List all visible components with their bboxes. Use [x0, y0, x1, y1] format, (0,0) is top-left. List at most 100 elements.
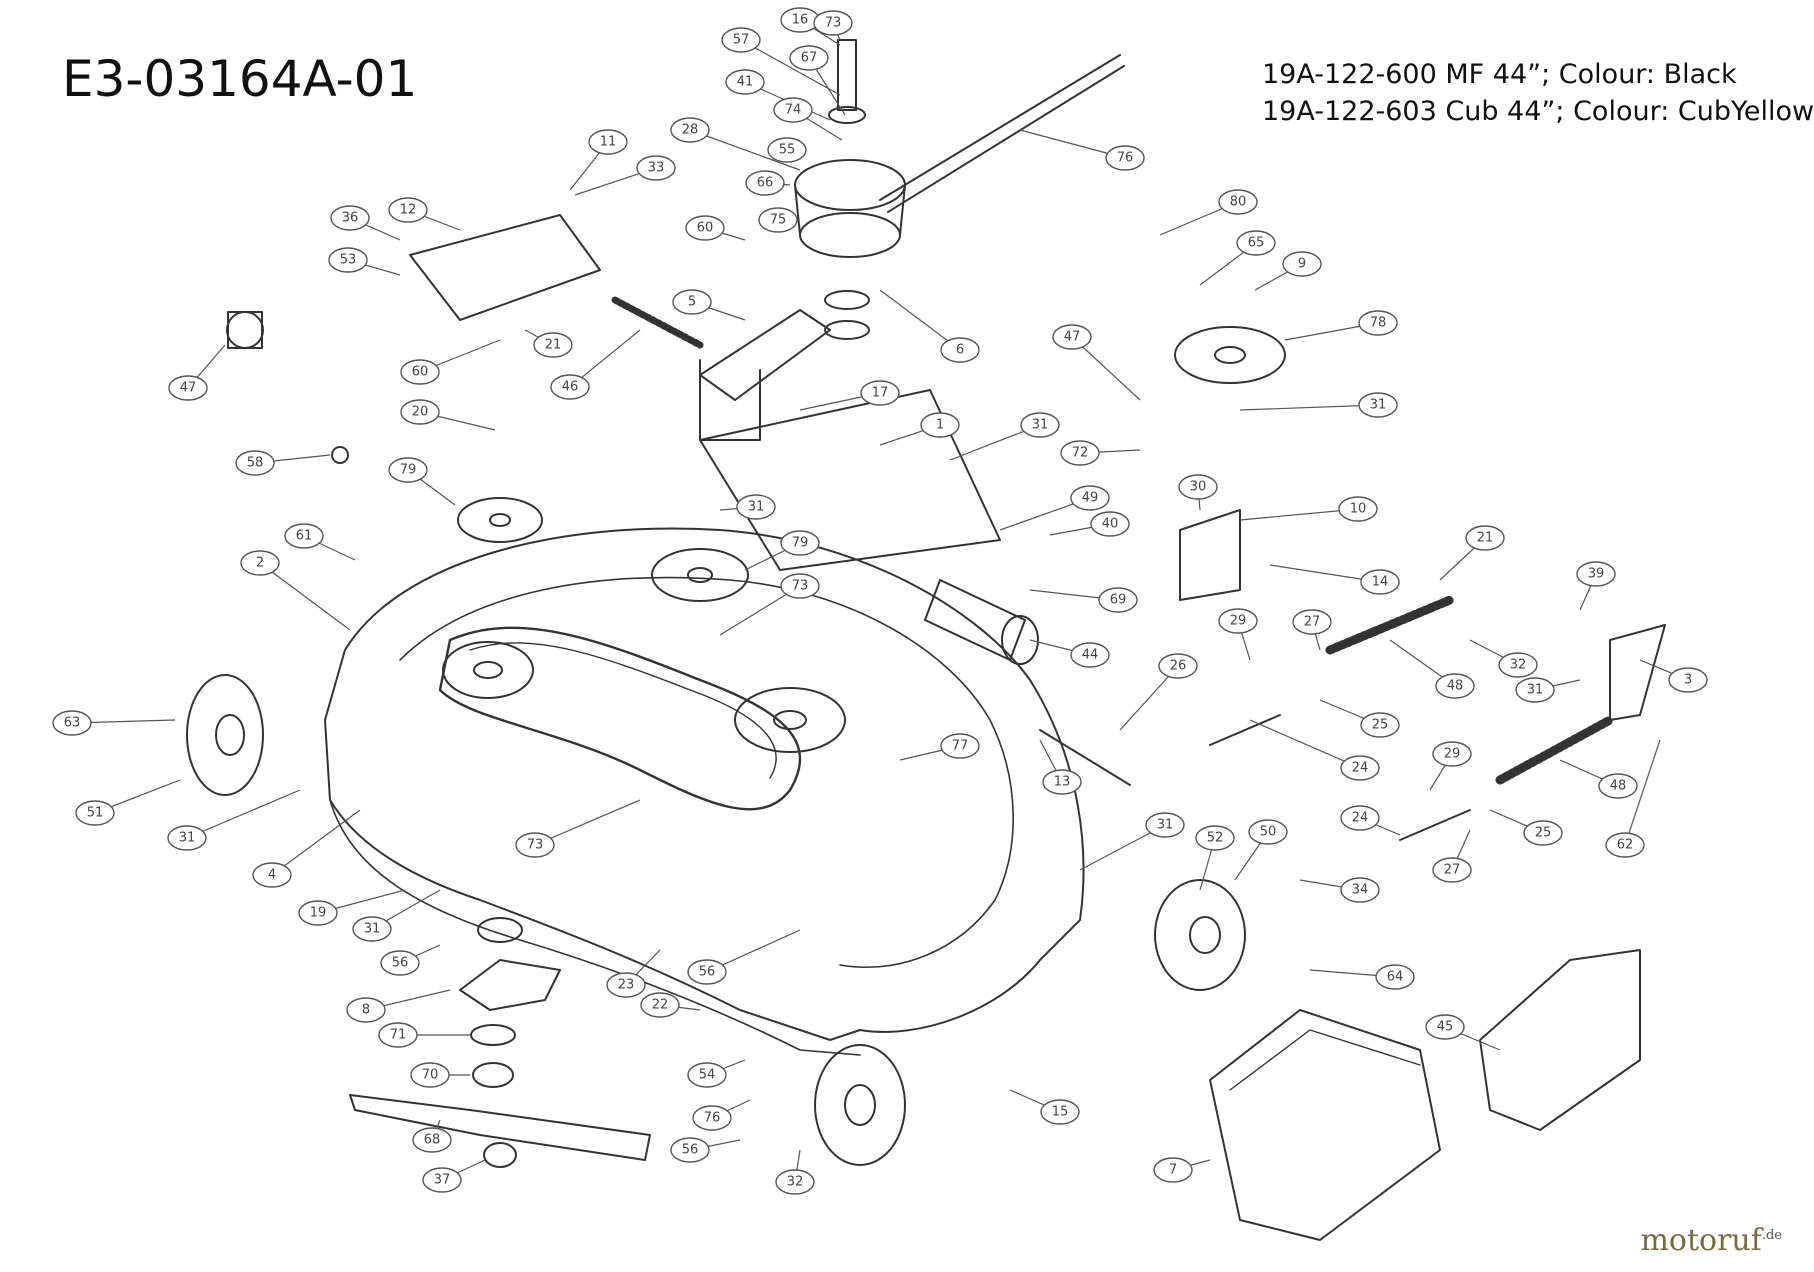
callout-label-c20: 20 [412, 405, 429, 420]
callout-oval-c74 [773, 97, 813, 123]
callout-c62: 62 [1605, 832, 1645, 858]
spindle-shaft [837, 39, 857, 111]
callout-oval-c3a [1668, 667, 1708, 693]
callout-label-c19: 19 [310, 906, 327, 921]
callout-oval-c30 [1178, 474, 1218, 500]
callout-oval-c76b [692, 1105, 732, 1131]
callout-leader-c73c [534, 799, 641, 846]
callout-c68: 68 [412, 1127, 452, 1153]
callout-oval-c73c [515, 832, 555, 858]
lift-arm-3 [1609, 624, 1666, 721]
callout-c24a: 24 [1340, 755, 1380, 781]
callout-label-c11: 11 [600, 135, 617, 150]
callout-label-c78: 78 [1370, 316, 1387, 331]
callout-oval-c49 [1070, 485, 1110, 511]
callout-leader-c24a [1249, 719, 1361, 769]
callout-c16: 16 [780, 7, 820, 33]
callout-label-c80: 80 [1230, 195, 1247, 210]
callout-label-c31b: 31 [748, 500, 765, 515]
callout-c48b: 48 [1598, 773, 1638, 799]
callout-c49: 49 [1070, 485, 1110, 511]
callout-label-c64: 64 [1387, 970, 1404, 985]
deck-pulley-right [734, 687, 846, 753]
model-line-2: 19A-122-603 Cub 44”; Colour: CubYellow [1262, 96, 1814, 127]
bracket-10 [1179, 509, 1241, 601]
callout-oval-c11 [588, 129, 628, 155]
callout-oval-c61 [284, 523, 324, 549]
callout-label-c13: 13 [1054, 775, 1071, 790]
callout-oval-c76 [1105, 145, 1145, 171]
callout-oval-c70 [410, 1062, 450, 1088]
callout-label-c12: 12 [400, 203, 417, 218]
bolt-58 [331, 446, 349, 464]
callout-label-c41: 41 [737, 75, 754, 90]
callout-c37: 37 [422, 1167, 462, 1193]
callout-label-c61: 61 [296, 529, 313, 544]
support-plate [699, 389, 1001, 571]
callout-c47b: 47 [1052, 324, 1092, 350]
callout-label-c76: 76 [1117, 151, 1134, 166]
gauge-wheel-rear [814, 1044, 906, 1166]
callout-oval-c33 [636, 155, 676, 181]
watermark: motoruf.de [1640, 1223, 1782, 1258]
callout-oval-c14 [1360, 569, 1400, 595]
callout-oval-c73b [780, 573, 820, 599]
callout-label-c62: 62 [1617, 838, 1634, 853]
gauge-wheel-51-hub [215, 714, 245, 756]
callout-c23: 23 [606, 972, 646, 998]
callout-oval-c55 [767, 137, 807, 163]
deck-pulley-left-hub [473, 661, 503, 679]
callout-label-c24b: 24 [1352, 811, 1369, 826]
callout-oval-c41 [725, 69, 765, 95]
engine-pulley-side [794, 184, 906, 236]
callout-oval-c66 [745, 170, 785, 196]
bearing-ring-lower [824, 320, 870, 340]
callout-label-c77: 77 [952, 739, 969, 754]
roller-44-end [1001, 615, 1039, 665]
callout-oval-c23 [606, 972, 646, 998]
hanger-rod-24 [1209, 714, 1281, 746]
callout-oval-c19 [298, 900, 338, 926]
gauge-wheel-52-hub [1189, 916, 1221, 954]
callout-label-c5: 5 [688, 295, 696, 310]
callout-label-c25b: 25 [1535, 826, 1552, 841]
callout-label-c32b: 32 [787, 1175, 804, 1190]
idler-arm [699, 309, 831, 401]
callout-oval-c25a [1360, 712, 1400, 738]
idler-pulley-78-hub [1214, 346, 1246, 364]
callout-leader-c4 [271, 809, 361, 876]
callout-oval-c46 [550, 374, 590, 400]
callout-label-c58: 58 [247, 456, 264, 471]
callout-oval-c27b [1432, 857, 1472, 883]
callout-label-c76b: 76 [704, 1111, 721, 1126]
drive-belt-inner [469, 642, 777, 779]
callout-label-c72: 72 [1072, 446, 1089, 461]
callout-label-c28: 28 [682, 123, 699, 138]
callout-label-c31c: 31 [1370, 398, 1387, 413]
callout-oval-c67 [789, 45, 829, 71]
callout-oval-c57 [721, 27, 761, 53]
callout-c14: 14 [1360, 569, 1400, 595]
callout-label-c14: 14 [1372, 575, 1389, 590]
callout-oval-c31a [1020, 412, 1060, 438]
callout-oval-c79a [388, 457, 428, 483]
callout-label-c1: 1 [936, 418, 944, 433]
nut-47-left-body [227, 311, 263, 349]
callout-label-c60a: 60 [697, 221, 714, 236]
callout-label-c29b: 29 [1444, 747, 1461, 762]
part-callouts: 1657674174285566607576731133361253476021… [52, 7, 1708, 1195]
callout-label-c63: 63 [64, 716, 81, 731]
hanger-rod-26 [1039, 729, 1131, 786]
callout-c44: 44 [1070, 642, 1110, 668]
callout-label-c21b: 21 [1477, 531, 1494, 546]
deflector-45 [1479, 949, 1641, 1131]
drive-belt [438, 626, 802, 811]
callout-c60b: 60 [400, 359, 440, 385]
callout-c7: 7 [1153, 1157, 1193, 1183]
callout-c28: 28 [670, 117, 710, 143]
callout-oval-c10 [1338, 496, 1378, 522]
callout-oval-c5 [672, 289, 712, 315]
callout-label-c16: 16 [792, 13, 809, 28]
callout-label-c10: 10 [1350, 502, 1367, 517]
callout-label-c9: 9 [1298, 257, 1306, 272]
